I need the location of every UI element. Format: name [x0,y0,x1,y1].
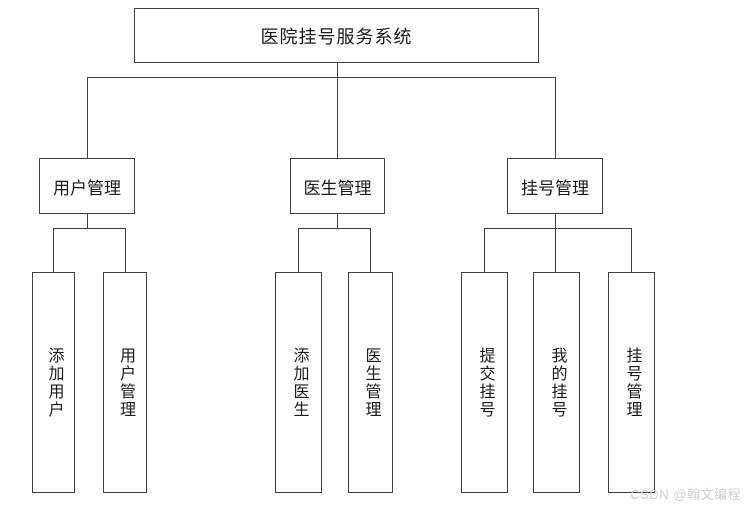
branch-node-doctor-management: 医生管理 [290,158,385,214]
leaf-node-submit-registration: 提交挂号 [461,272,508,493]
connector-root-drop [337,62,338,78]
leaf-node-user-management: 用户管理 [103,272,147,493]
leaf-node-add-doctor: 添加医生 [275,272,322,493]
connector-level1-drop-registration [555,77,556,158]
connector-submit-registration-drop [484,228,485,272]
connector-level1-rail [87,77,556,78]
branch-node-registration-management: 挂号管理 [507,158,603,214]
connector-doctor-branch-rail [298,228,371,229]
connector-registration-branch-rail [484,228,632,229]
connector-user-branch-drop [87,213,88,229]
leaf-node-my-registration: 我的挂号 [533,272,580,493]
connector-level1-drop-doctor [337,77,338,158]
connector-doctor-mgmt-leaf-drop [370,228,371,272]
connector-add-user-drop [53,228,54,272]
connector-level1-drop-user [87,77,88,158]
connector-add-doctor-drop [298,228,299,272]
connector-user-branch-rail [53,228,126,229]
csdn-watermark: CSDN @翰文编程 [630,487,741,502]
connector-user-mgmt-leaf-drop [125,228,126,272]
connector-registration-branch-drop [555,213,556,272]
connector-doctor-branch-drop [337,213,338,229]
connector-registration-mgmt-leaf-drop [631,228,632,272]
leaf-node-registration-management: 挂号管理 [608,272,655,493]
branch-node-user-management: 用户管理 [39,158,135,214]
leaf-node-add-user: 添加用户 [32,272,75,493]
root-node-hospital-registration-system: 医院挂号服务系统 [134,8,539,63]
leaf-node-doctor-management: 医生管理 [348,272,393,493]
